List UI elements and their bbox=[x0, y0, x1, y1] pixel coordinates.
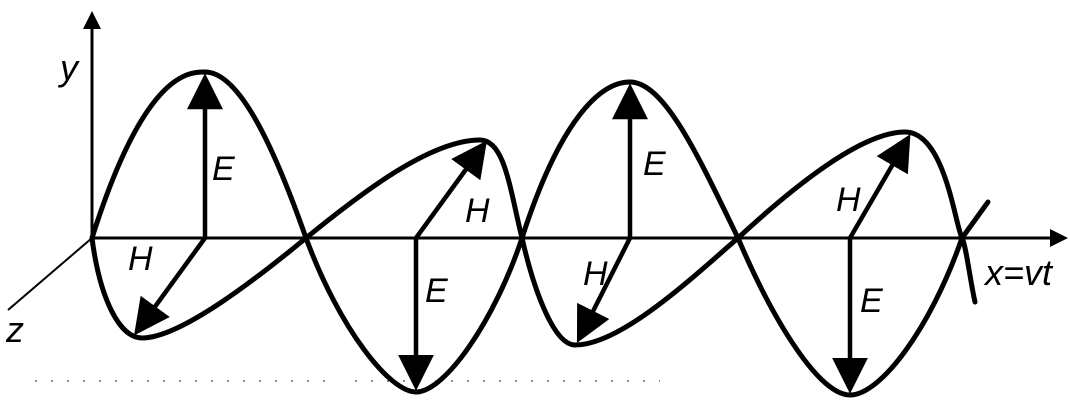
h-label: H bbox=[128, 240, 153, 278]
h-label: H bbox=[583, 255, 608, 293]
h-vector bbox=[414, 140, 487, 240]
h-vector bbox=[134, 236, 207, 336]
h-vector bbox=[576, 236, 633, 344]
h-label: H bbox=[465, 192, 490, 230]
h-vector bbox=[848, 134, 911, 240]
e-field-wave bbox=[89, 69, 965, 398]
z-axis-label: z bbox=[5, 309, 24, 350]
y-axis-label: y bbox=[57, 47, 80, 88]
h-wave-tail bbox=[959, 199, 991, 241]
e-label: E bbox=[860, 282, 883, 320]
h-field-wave bbox=[89, 129, 978, 348]
x-axis-label: x=vt bbox=[983, 252, 1054, 293]
h-label: H bbox=[836, 181, 861, 219]
e-label: E bbox=[212, 150, 235, 188]
z-axis bbox=[7, 237, 93, 311]
e-label: E bbox=[643, 145, 666, 183]
e-label: E bbox=[425, 272, 448, 310]
